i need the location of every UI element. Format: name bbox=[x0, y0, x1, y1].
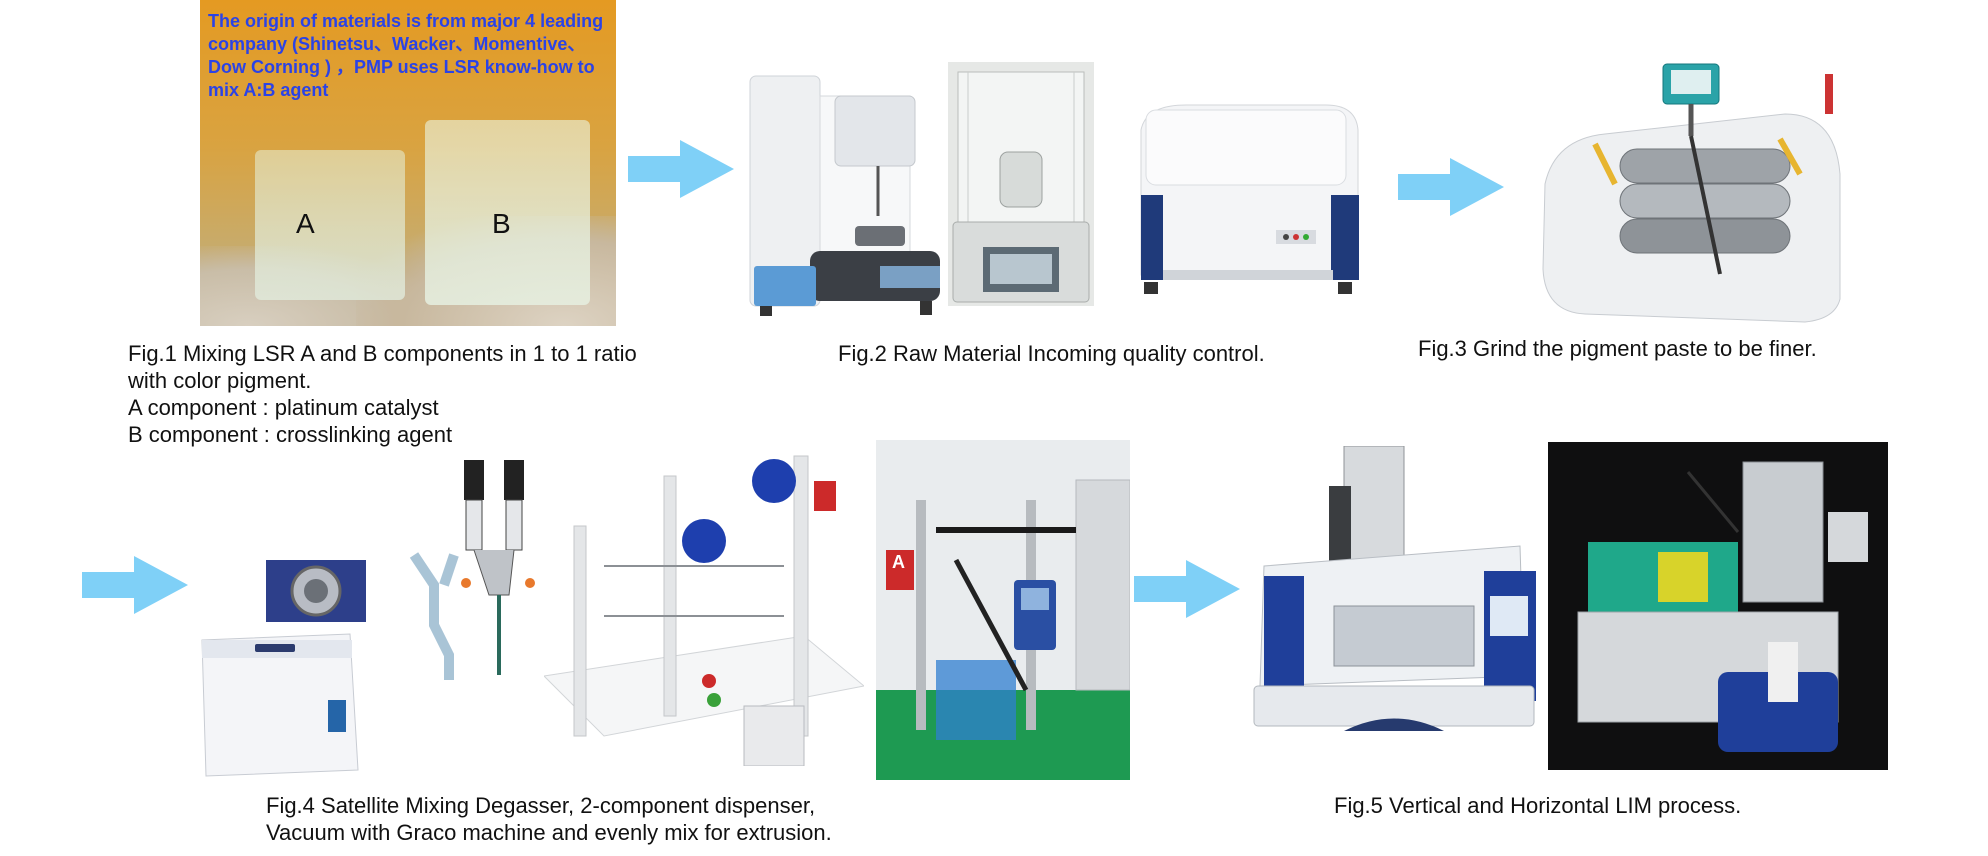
fig1-caption-line-2: with color pigment. bbox=[128, 368, 312, 393]
rheometer-machine bbox=[740, 56, 950, 322]
process-arrow-1 bbox=[628, 140, 734, 198]
graco-machine-photo: A bbox=[876, 440, 1131, 780]
fig1-caption-line-1: Fig.1 Mixing LSR A and B components in 1… bbox=[128, 341, 637, 366]
horizontal-lim-machine bbox=[1548, 442, 1888, 770]
process-arrow-4 bbox=[1134, 560, 1240, 618]
fig2-caption: Fig.2 Raw Material Incoming quality cont… bbox=[838, 341, 1265, 366]
process-arrow-2 bbox=[1398, 158, 1504, 216]
fig4-caption-line-2: Vacuum with Graco machine and evenly mix… bbox=[266, 820, 832, 845]
two-component-dispenser bbox=[394, 455, 554, 685]
fig1-lsr-materials-photo: The origin of materials is from major 4 … bbox=[200, 0, 616, 326]
fig4-caption-line-1: Fig.4 Satellite Mixing Degasser, 2-compo… bbox=[266, 793, 816, 818]
process-arrow-3 bbox=[82, 556, 188, 614]
fig1-caption-line-3: A component : platinum catalyst bbox=[128, 395, 439, 420]
satellite-mixing-degasser bbox=[200, 560, 370, 780]
component-b-jar bbox=[425, 120, 590, 305]
graco-vacuum-system-diagram bbox=[542, 436, 866, 767]
component-b-label: B bbox=[492, 208, 511, 239]
materials-origin-note: The origin of materials is from major 4 … bbox=[208, 11, 604, 100]
fig3-caption: Fig.3 Grind the pigment paste to be fine… bbox=[1418, 336, 1817, 361]
component-a-label: A bbox=[296, 208, 315, 239]
fig1-caption-line-4: B component : crosslinking agent bbox=[128, 422, 453, 447]
three-roll-mill bbox=[1525, 54, 1845, 328]
vertical-lim-machine bbox=[1244, 445, 1540, 758]
component-a-jar bbox=[255, 150, 405, 300]
analytical-balance bbox=[948, 62, 1094, 306]
fig4-caption: Fig.4 Satellite Mixing Degasser, 2-compo… bbox=[266, 792, 986, 846]
fig1-caption: Fig.1 Mixing LSR A and B components in 1… bbox=[128, 340, 688, 448]
fig5-caption: Fig.5 Vertical and Horizontal LIM proces… bbox=[1334, 793, 1742, 818]
xrf-analyzer bbox=[1126, 100, 1368, 298]
graco-a-tag-label: A bbox=[892, 552, 905, 572]
